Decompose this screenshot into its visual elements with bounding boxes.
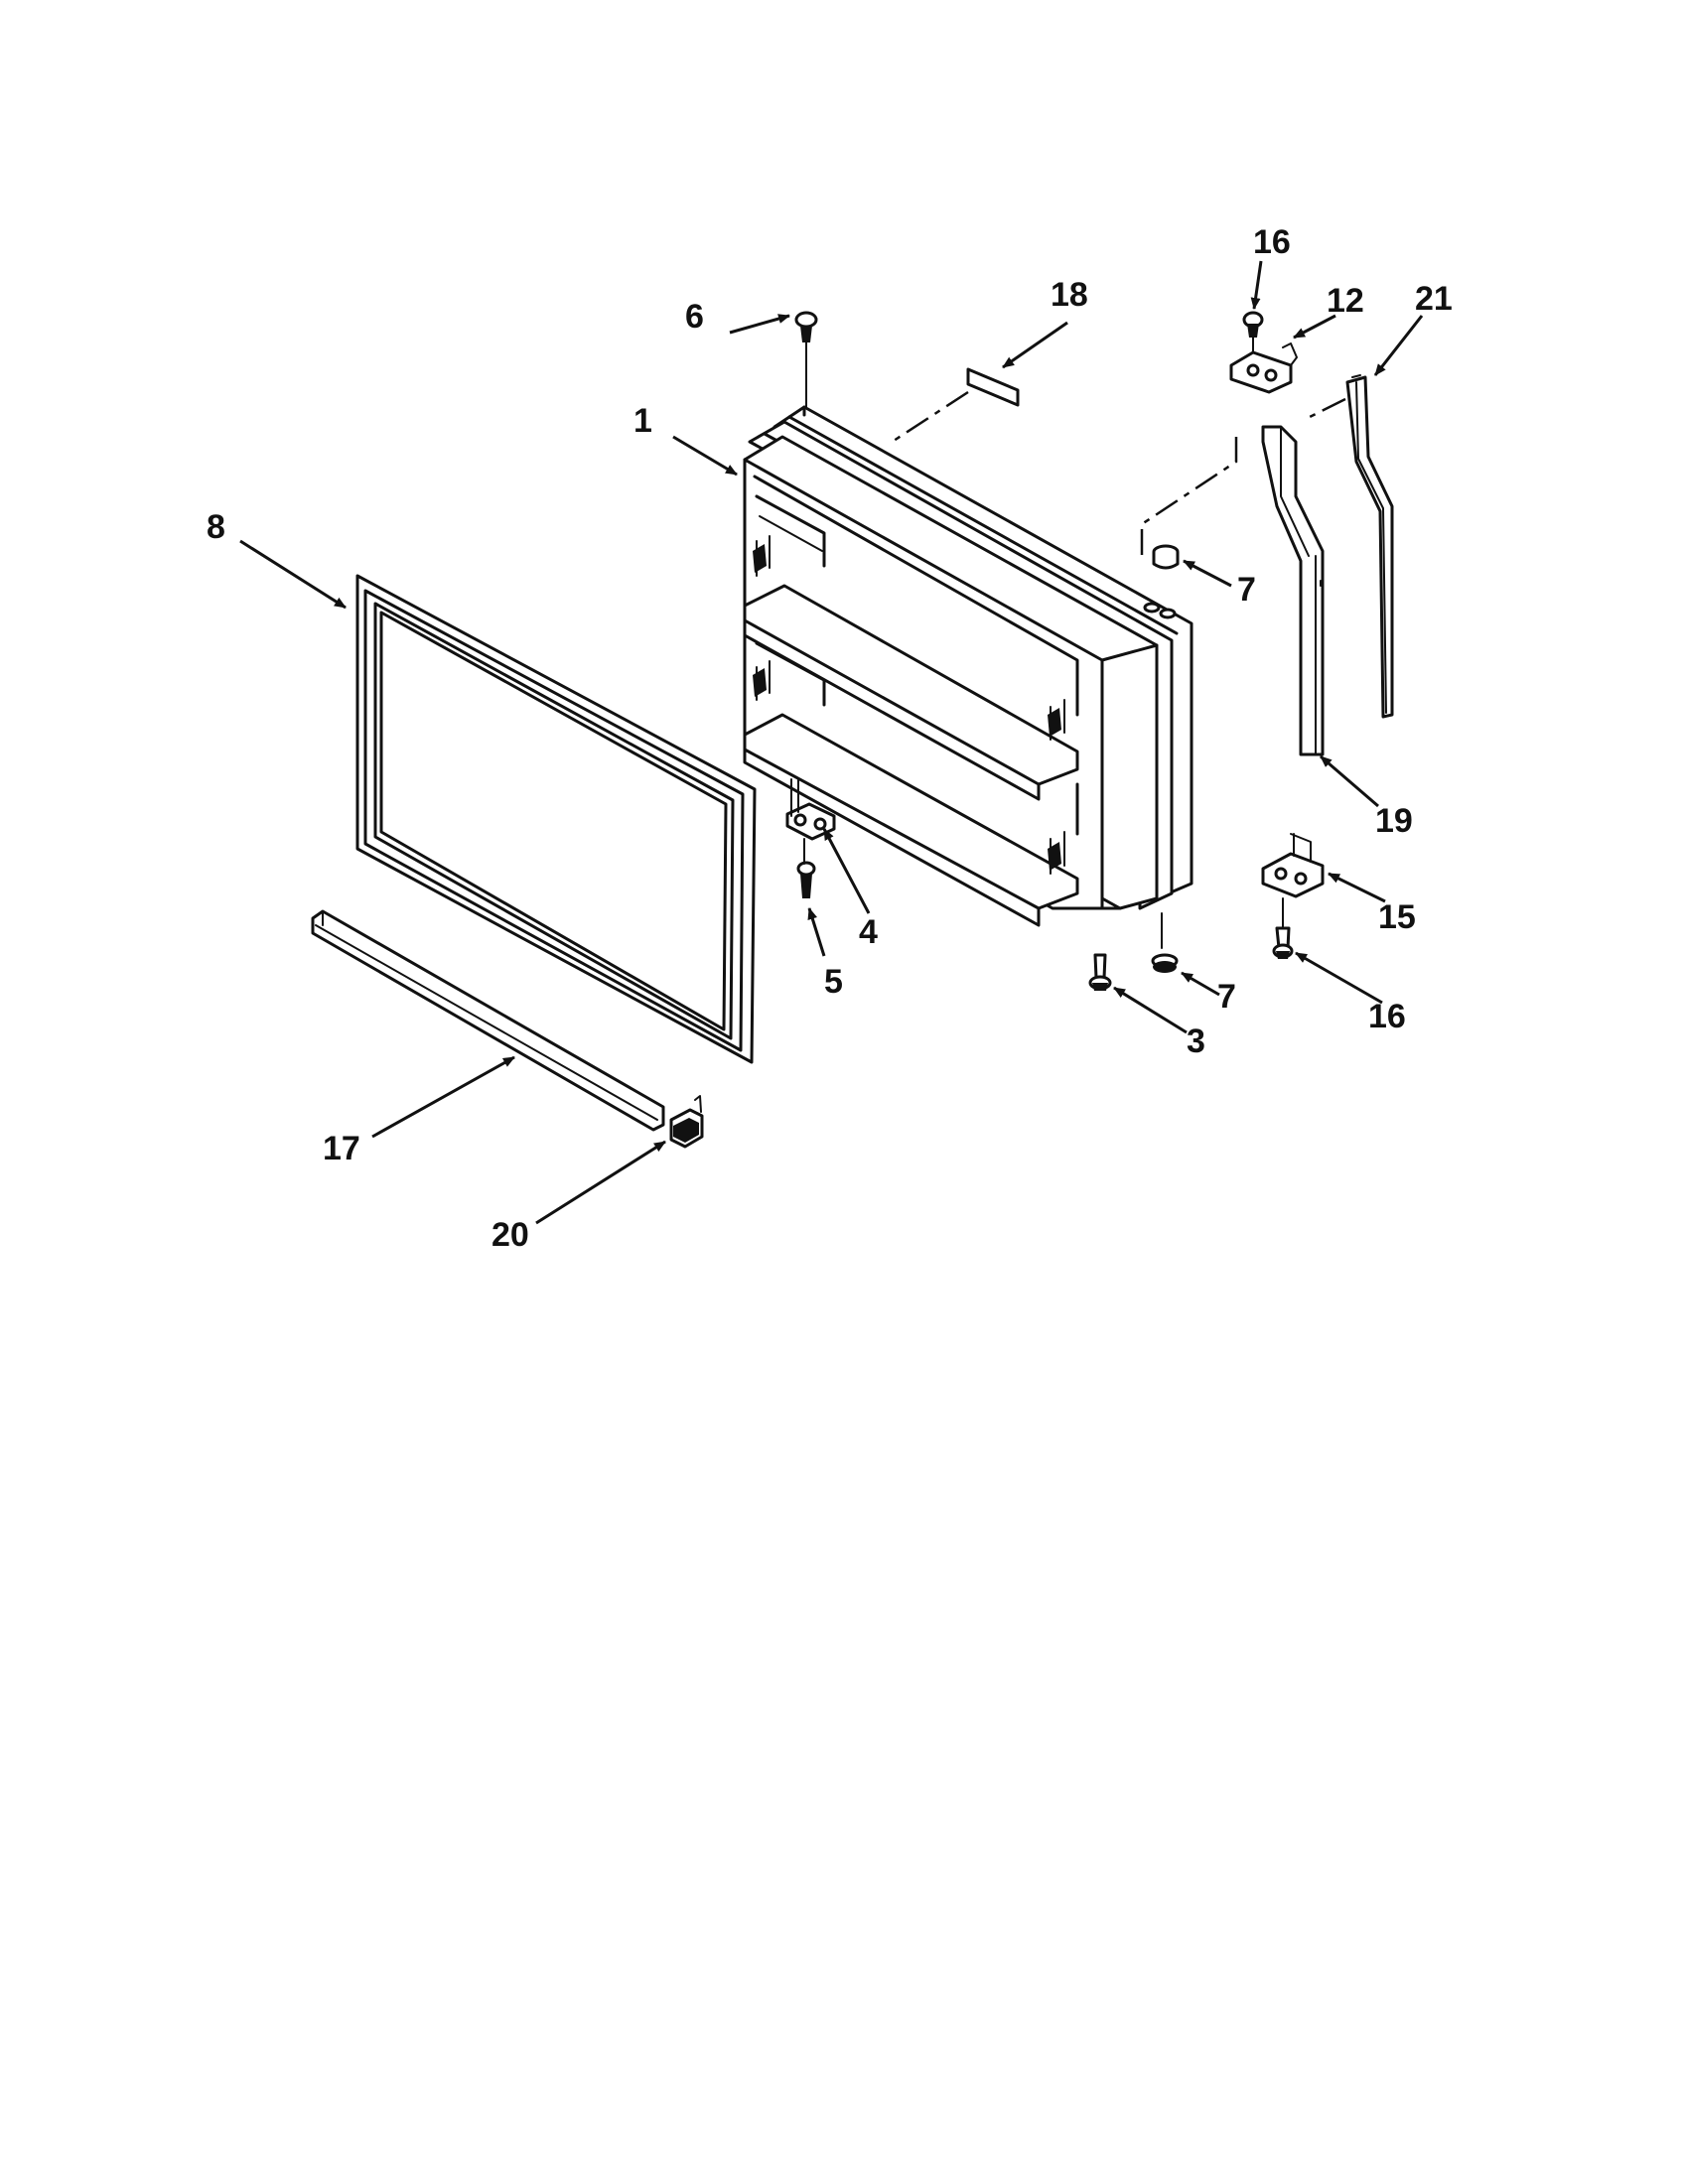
callout-19: 19 bbox=[1375, 802, 1413, 840]
callout-16-lower: 16 bbox=[1368, 998, 1406, 1035]
hinge-bushing-lower bbox=[1151, 912, 1179, 973]
screw-3 bbox=[1088, 953, 1112, 991]
callout-12: 12 bbox=[1327, 282, 1364, 320]
hinge-cover-19 bbox=[1261, 425, 1325, 756]
callout-7-upper: 7 bbox=[1237, 571, 1256, 609]
label-leader-line bbox=[893, 390, 969, 443]
callout-18: 18 bbox=[1051, 276, 1088, 314]
screw-6 bbox=[794, 311, 818, 408]
lower-hinge-plate bbox=[785, 778, 836, 841]
door-gasket bbox=[355, 574, 757, 1064]
callout-labels: 1 6 8 18 16 12 21 7 19 15 16 7 3 4 5 17 … bbox=[207, 223, 1453, 1254]
callout-arrows bbox=[239, 260, 1424, 1225]
callout-3: 3 bbox=[1187, 1023, 1205, 1060]
callout-8: 8 bbox=[207, 508, 225, 546]
screw-16-lower bbox=[1272, 897, 1294, 959]
callout-4: 4 bbox=[859, 913, 878, 951]
door-trim-strip bbox=[311, 909, 665, 1132]
hinge-pin-line bbox=[1140, 437, 1238, 556]
callout-1: 1 bbox=[633, 402, 652, 440]
callout-15: 15 bbox=[1378, 898, 1416, 936]
callout-16-upper: 16 bbox=[1253, 223, 1291, 261]
label-18 bbox=[966, 367, 1020, 407]
screw-16-upper bbox=[1242, 311, 1264, 353]
trim-end-cap bbox=[669, 1095, 704, 1149]
trim-strip-21 bbox=[1345, 374, 1394, 719]
hinge-cap-upper bbox=[1152, 544, 1180, 570]
top-hinge bbox=[1229, 342, 1298, 394]
hinge-19-leader-line bbox=[1305, 397, 1346, 421]
screw-5 bbox=[796, 838, 816, 898]
callout-5: 5 bbox=[824, 963, 843, 1001]
callout-17: 17 bbox=[323, 1130, 360, 1167]
lower-hinge-15 bbox=[1261, 833, 1325, 898]
callout-6: 6 bbox=[685, 298, 704, 336]
door-liner bbox=[743, 405, 1193, 927]
callout-20: 20 bbox=[491, 1216, 529, 1254]
callout-7-lower: 7 bbox=[1217, 978, 1236, 1016]
callout-21: 21 bbox=[1415, 280, 1453, 318]
